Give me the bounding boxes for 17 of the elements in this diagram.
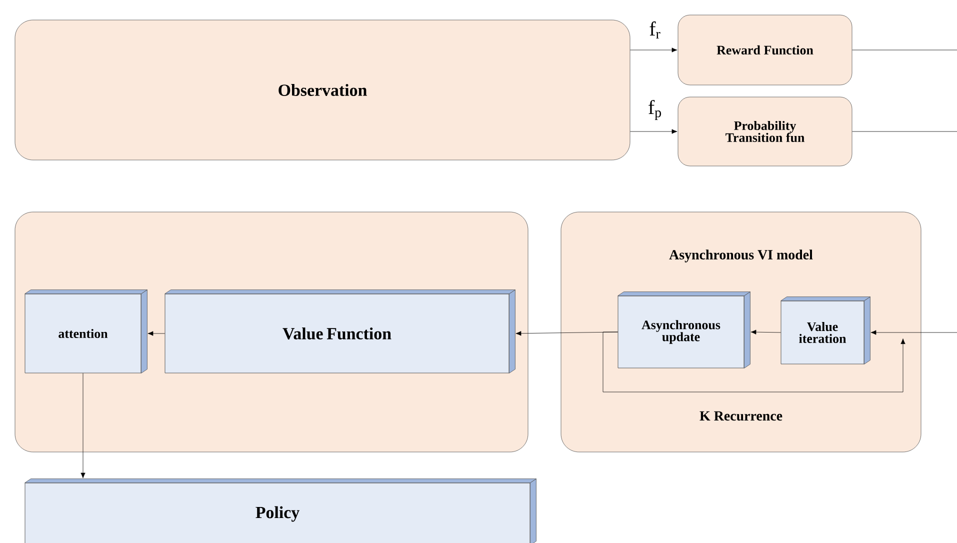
edge-label: f$_{p}$ xyxy=(648,100,662,120)
arrow xyxy=(630,48,678,52)
function-box: Probability Transition fun xyxy=(678,96,852,166)
policy-block: Policy xyxy=(24,478,536,543)
arrow xyxy=(602,332,906,392)
arrow xyxy=(870,330,957,335)
arrow xyxy=(80,373,86,478)
function-box: Reward Function xyxy=(678,14,852,86)
arrow xyxy=(148,331,165,336)
update-block: Asynchronous update xyxy=(618,292,750,368)
iteration-block: Value iteration xyxy=(780,296,870,364)
arrow xyxy=(630,129,678,134)
edge-label: f$_{r}$ xyxy=(650,21,660,39)
value-function-block: Value Function xyxy=(164,290,516,374)
arrow xyxy=(750,330,781,334)
observation-box: Observation xyxy=(14,20,630,160)
attention-block: attention xyxy=(24,290,148,374)
